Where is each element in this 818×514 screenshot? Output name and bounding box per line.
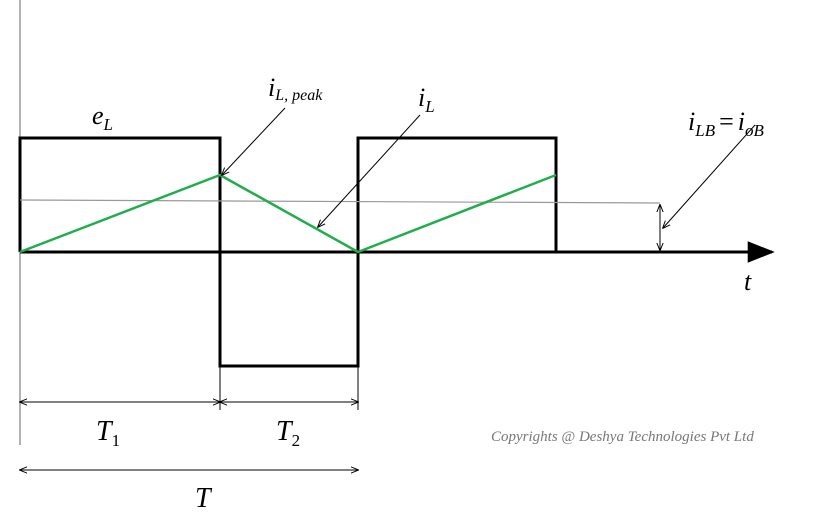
label-iL: iL [418, 83, 435, 116]
label-iL-peak: iL, peak [268, 73, 323, 104]
iL-pointer-arrow [318, 114, 421, 227]
label-T1: T1 [96, 416, 120, 450]
label-iLB-ioB: iLB=ioB [688, 107, 764, 140]
label-T: T [195, 483, 213, 514]
label-eL: eL [92, 101, 113, 134]
voltage-waveform-eL [18, 136, 558, 368]
label-t: t [744, 267, 752, 296]
average-current-line [19, 199, 661, 204]
inductor-current-waveform [19, 173, 557, 254]
peak-pointer-arrow [222, 107, 286, 175]
label-T2: T2 [276, 416, 300, 450]
iLB-pointer-arrow [663, 124, 756, 228]
copyright-text: Copyrights @ Deshya Technologies Pvt Ltd [491, 429, 754, 445]
